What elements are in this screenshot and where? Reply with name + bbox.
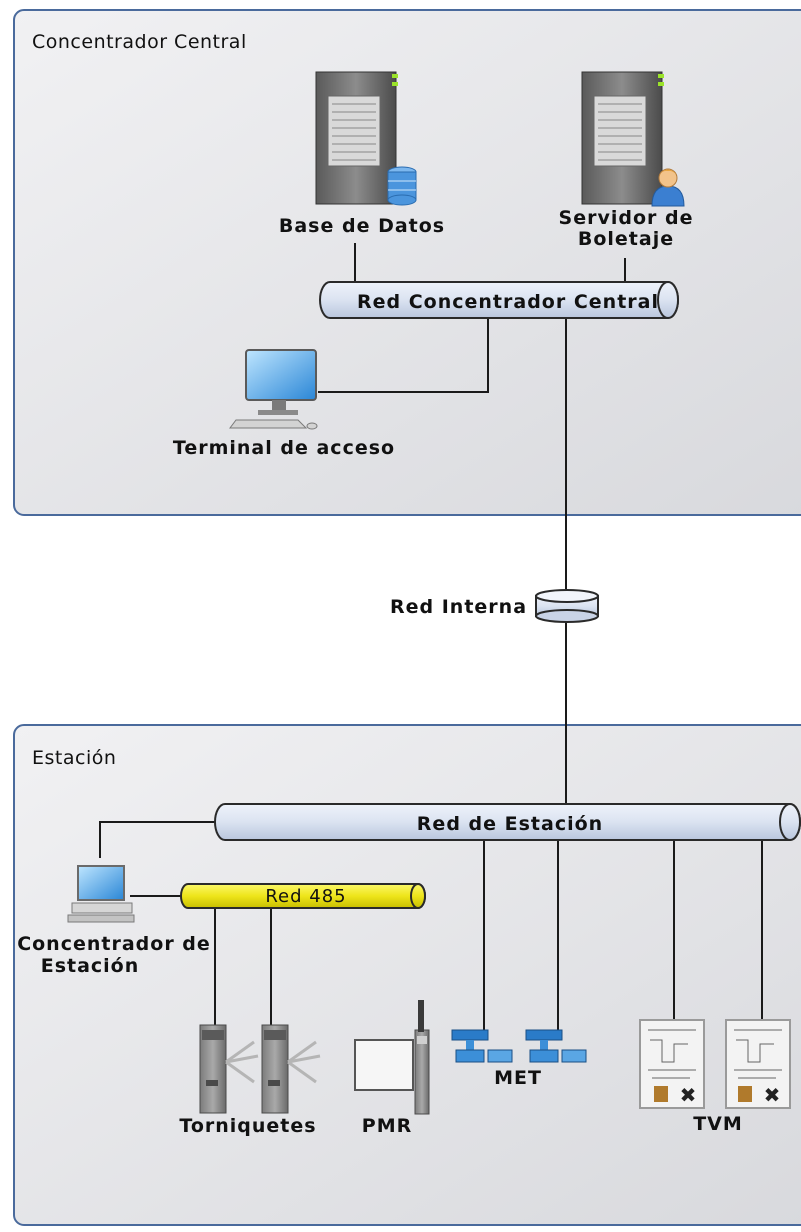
svg-text:✖: ✖	[680, 1083, 697, 1107]
turnstile-icon	[199, 1024, 259, 1114]
tvm-label: TVM	[693, 1113, 743, 1135]
database-icon	[387, 166, 417, 206]
met-devices: MET	[451, 1029, 587, 1089]
database-server: Base de Datos	[279, 71, 445, 237]
met-label: MET	[494, 1067, 542, 1089]
tvm-devices: ✖ ✖ TVM	[639, 1019, 791, 1135]
turnstiles: Torniquetes	[179, 1024, 321, 1137]
station-concentrator-label-line2: Estación	[41, 955, 140, 977]
computer-icon	[67, 865, 135, 923]
station-concentrator: Concentrador de Estación	[17, 865, 211, 977]
central-zone: Concentrador Central	[13, 9, 801, 516]
ticketing-server-label-line1: Servidor de	[559, 207, 694, 229]
station-zone-label: Estación	[32, 747, 116, 769]
internal-network-label: Red Interna	[390, 596, 527, 618]
access-terminal-label: Terminal de acceso	[173, 437, 395, 459]
concentrator-link	[99, 821, 215, 858]
ticket-machine-icon: ✖	[725, 1019, 791, 1109]
monitor-icon	[229, 349, 318, 430]
database-label: Base de Datos	[279, 215, 445, 237]
station-network-label: Red de Estación	[417, 813, 603, 835]
network-switch-icon	[451, 1029, 513, 1063]
ticket-machine-icon: ✖	[639, 1019, 705, 1109]
network-cylinder-icon	[535, 589, 599, 623]
svg-text:✖: ✖	[764, 1083, 781, 1107]
central-zone-label: Concentrador Central	[32, 31, 247, 53]
connection-lines	[99, 243, 763, 1030]
internal-network: Red Interna	[390, 589, 599, 623]
station-concentrator-label-line1: Concentrador de	[17, 933, 211, 955]
terminal-link	[318, 318, 489, 393]
pmr: PMR	[354, 1000, 430, 1137]
central-network-pipe: Red Concentrador Central	[319, 281, 679, 319]
rs485-network-label: Red 485	[265, 886, 346, 907]
central-network-label: Red Concentrador Central	[357, 291, 659, 313]
pmr-label: PMR	[362, 1115, 412, 1137]
turnstiles-label: Torniquetes	[179, 1115, 316, 1137]
rs485-network-pipe: Red 485	[180, 883, 426, 909]
station-network-pipe: Red de Estación	[214, 803, 801, 841]
ticketing-server-label-line2: Boletaje	[578, 228, 674, 250]
network-switch-icon	[525, 1029, 587, 1063]
user-icon	[651, 168, 685, 207]
ticketing-server: Servidor de Boletaje	[559, 71, 694, 250]
accessible-gate-icon	[354, 1000, 430, 1115]
turnstile-icon	[261, 1024, 321, 1114]
access-terminal: Terminal de acceso	[173, 349, 395, 459]
